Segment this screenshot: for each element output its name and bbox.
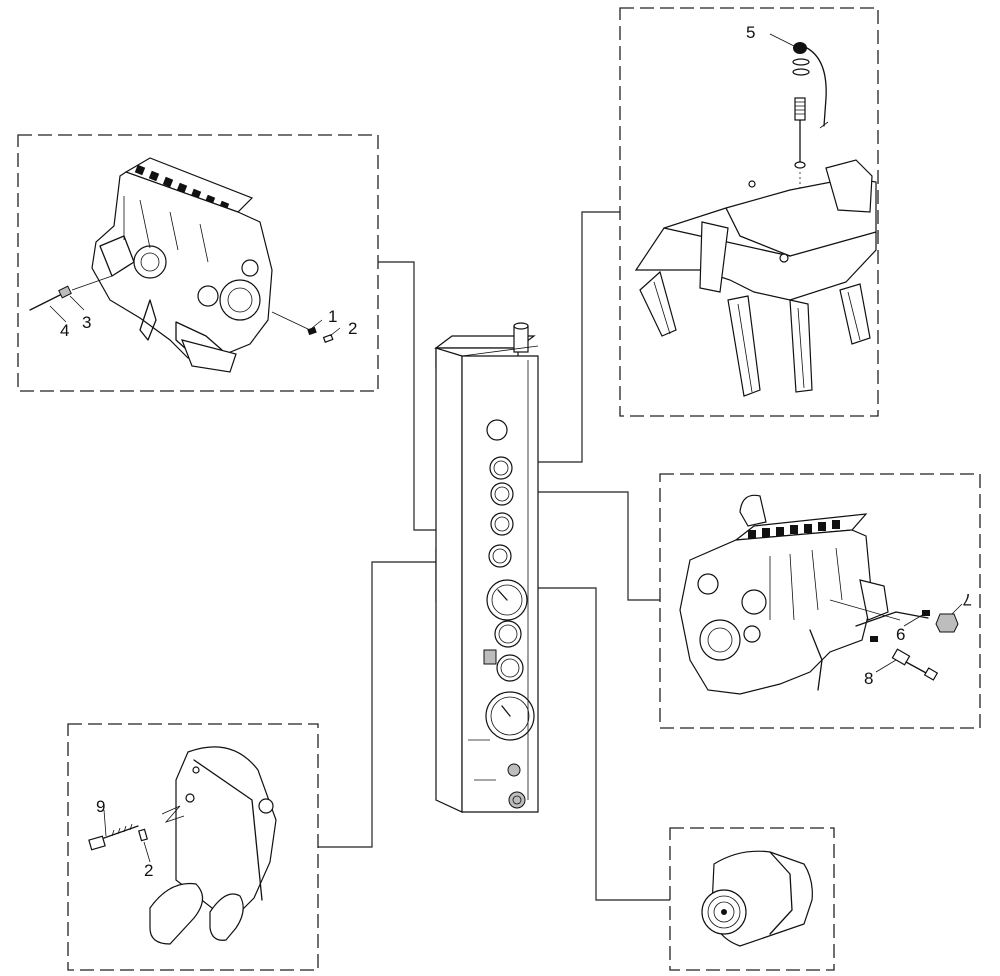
callout-8: 8 <box>864 669 873 688</box>
callout-3: 3 <box>82 313 91 332</box>
part-1-2-fittings <box>271 311 334 343</box>
gauge-1 <box>486 419 508 441</box>
gauge-2 <box>489 456 513 480</box>
panel-knob-upper <box>507 763 521 777</box>
callout-9: 9 <box>96 797 105 816</box>
gauge-4 <box>490 512 514 536</box>
callout-2-left-engine: 2 <box>348 319 357 338</box>
part-5-dipstick <box>792 42 829 212</box>
instrument-panel <box>434 322 539 813</box>
alternator-detail-box <box>669 827 835 971</box>
callout-2-flywheel: 2 <box>144 861 153 880</box>
turbo-left <box>133 245 167 279</box>
part-6-7-8-sensors <box>829 599 959 681</box>
callout-6: 6 <box>896 625 905 644</box>
flywheel-housing-illustration <box>149 746 277 945</box>
callout-1: 1 <box>328 307 337 326</box>
part-9-2-sensor <box>88 823 149 851</box>
crank-pulley-right <box>699 619 741 661</box>
engine-left-detail-box <box>17 134 379 392</box>
part-3-4-sensor <box>29 275 113 311</box>
callout-5: 5 <box>746 23 755 42</box>
engine-left-illustration <box>91 157 273 373</box>
callout-7: 7 <box>963 590 972 609</box>
alternator-illustration <box>701 850 813 947</box>
gauge-3 <box>490 482 514 506</box>
engine-right-illustration <box>679 494 889 695</box>
crank-pulley-left <box>219 279 261 321</box>
panel-knob-lower <box>508 791 526 809</box>
chassis-frame-illustration <box>634 42 877 397</box>
callout-4: 4 <box>60 321 69 340</box>
callout-leaders <box>49 33 963 863</box>
engine-right-detail-box <box>659 473 981 729</box>
gauge-5 <box>488 544 512 568</box>
